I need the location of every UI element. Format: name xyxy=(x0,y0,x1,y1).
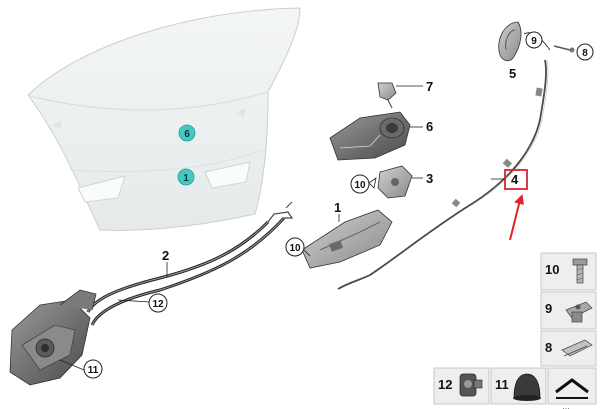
callout-highlight-4 xyxy=(504,169,528,190)
svg-text:1: 1 xyxy=(183,173,189,184)
legend-item-11: 11 xyxy=(490,367,547,405)
label-5: 5 xyxy=(509,66,516,81)
label-1: 1 xyxy=(334,200,341,215)
label-6: 6 xyxy=(426,119,433,134)
bracket-7 xyxy=(377,82,397,109)
label-3: 3 xyxy=(426,171,433,186)
release-handle xyxy=(498,21,522,62)
legend-item-8: 8 xyxy=(540,330,597,367)
svg-text:9: 9 xyxy=(545,301,552,316)
handle-unit-6 xyxy=(329,111,411,161)
legend-panel: 10 9 8 12 xyxy=(433,252,597,405)
circle-label-11: 11 xyxy=(83,359,103,379)
svg-text:11: 11 xyxy=(495,377,509,392)
circle-label-12: 12 xyxy=(148,293,168,313)
bowden-cable xyxy=(337,59,549,290)
cable-end-9 xyxy=(553,45,575,53)
trunk-lid xyxy=(27,7,301,231)
legend-item-symbol xyxy=(547,367,597,405)
lock-1 xyxy=(301,209,393,269)
drive-11 xyxy=(9,289,97,386)
svg-text:6: 6 xyxy=(184,129,190,140)
lid-marker-1: 1 xyxy=(177,168,195,186)
label-7: 7 xyxy=(426,79,433,94)
lid-marker-6: 6 xyxy=(178,124,196,142)
svg-text:8: 8 xyxy=(582,48,588,59)
circle-label-8: 8 xyxy=(576,43,594,61)
svg-text:10: 10 xyxy=(545,262,559,277)
svg-text:12: 12 xyxy=(152,299,164,310)
circle-label-10b: 10 xyxy=(285,237,305,257)
svg-text:10: 10 xyxy=(289,243,301,254)
legend-item-10: 10 xyxy=(540,252,597,291)
svg-text:8: 8 xyxy=(545,340,552,355)
circle-label-9: 9 xyxy=(525,31,543,49)
legend-item-12: 12 xyxy=(433,367,490,405)
svg-text:11: 11 xyxy=(88,365,99,376)
circle-label-10a: 10 xyxy=(350,174,370,194)
label-2: 2 xyxy=(162,248,169,263)
legend-item-9: 9 xyxy=(540,291,597,330)
pointer-arrow xyxy=(509,194,524,241)
svg-text:12: 12 xyxy=(438,377,452,392)
bracket-3 xyxy=(377,165,413,199)
svg-text:9: 9 xyxy=(531,36,537,47)
cable-bundle-2 xyxy=(86,201,294,326)
diagram-code: … xyxy=(562,402,570,409)
label-4: 4 xyxy=(511,172,519,187)
svg-text:10: 10 xyxy=(354,180,366,191)
